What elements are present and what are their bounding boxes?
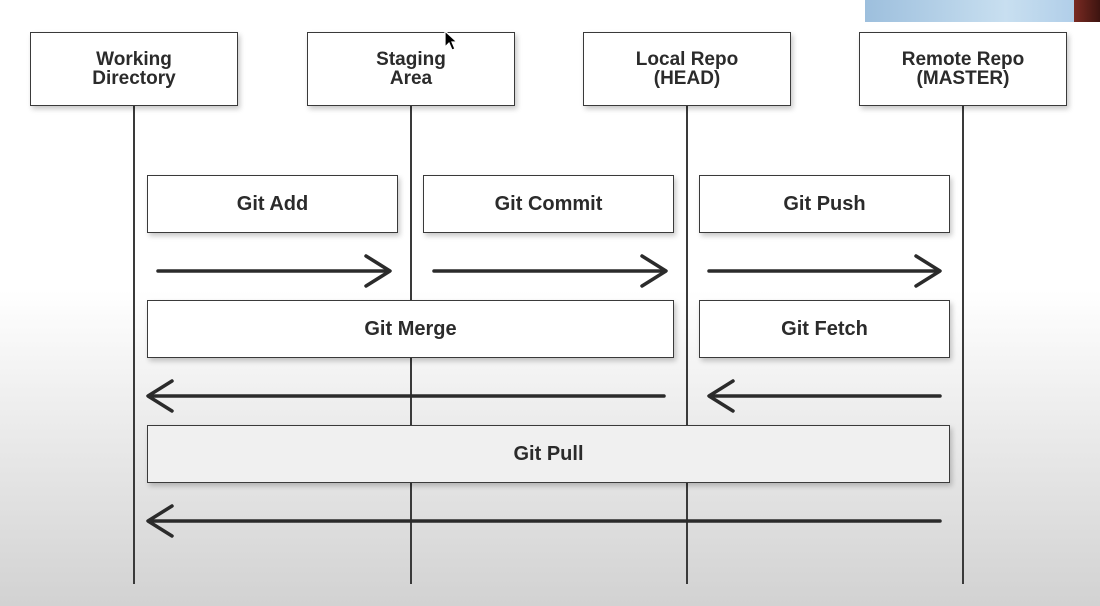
arrow-left-icon xyxy=(707,379,942,413)
lane-header-label: Working Directory xyxy=(92,49,176,89)
mouse-cursor-icon xyxy=(444,30,459,51)
video-thumbnail-accent xyxy=(1074,0,1100,22)
lane-header-remote-repo: Remote Repo (MASTER) xyxy=(859,32,1067,106)
git-fetch-label: Git Fetch xyxy=(781,318,868,340)
lane-line-working-directory xyxy=(133,106,135,584)
lane-header-working-directory: Working Directory xyxy=(30,32,238,106)
arrow-right-icon xyxy=(707,254,942,288)
git-fetch-box: Git Fetch xyxy=(699,300,950,358)
git-pull-label: Git Pull xyxy=(513,443,584,465)
git-pull-box: Git Pull xyxy=(147,425,950,483)
arrow-right-icon xyxy=(432,254,668,288)
git-push-box: Git Push xyxy=(699,175,950,233)
git-merge-label: Git Merge xyxy=(364,318,457,340)
lane-line-remote-repo xyxy=(962,106,964,584)
git-add-label: Git Add xyxy=(236,193,309,215)
git-merge-box: Git Merge xyxy=(147,300,674,358)
git-commit-box: Git Commit xyxy=(423,175,674,233)
lane-header-local-repo: Local Repo (HEAD) xyxy=(583,32,791,106)
lane-header-staging-area: Staging Area xyxy=(307,32,515,106)
lane-header-label: Staging Area xyxy=(376,49,446,89)
arrow-left-icon xyxy=(146,504,942,538)
video-thumbnail xyxy=(865,0,1100,22)
git-push-label: Git Push xyxy=(783,193,866,215)
arrow-right-icon xyxy=(156,254,392,288)
git-add-box: Git Add xyxy=(147,175,398,233)
lane-header-label: Local Repo (HEAD) xyxy=(635,49,739,89)
lane-line-local-repo xyxy=(686,106,688,584)
git-commit-label: Git Commit xyxy=(494,193,603,215)
arrow-left-icon xyxy=(146,379,666,413)
lane-header-label: Remote Repo (MASTER) xyxy=(901,49,1025,89)
